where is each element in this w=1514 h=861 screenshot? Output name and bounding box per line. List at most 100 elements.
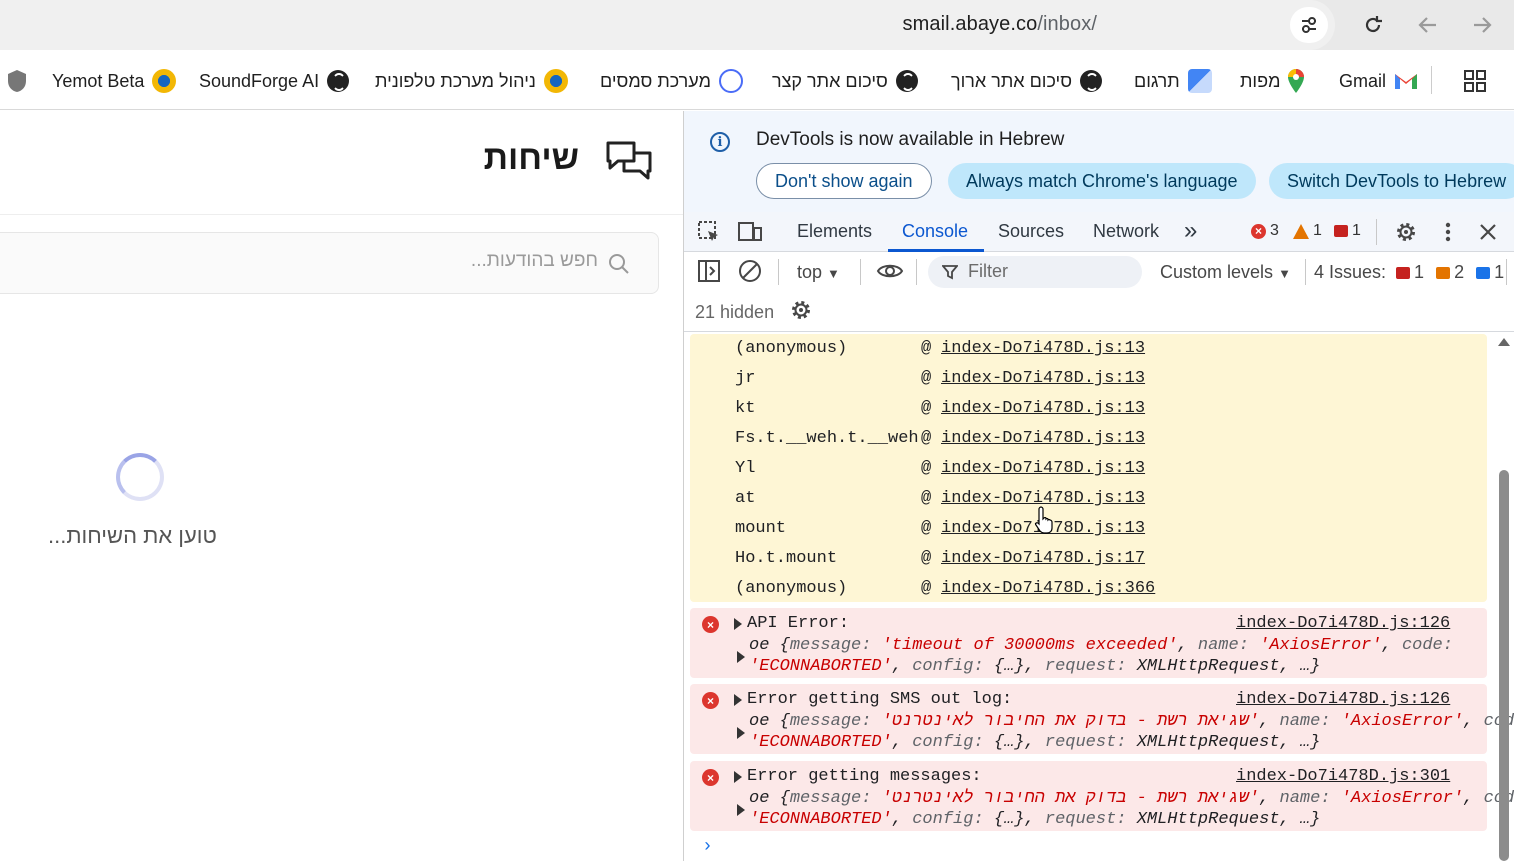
bookmark-sms-system[interactable]: מערכת סמסים	[600, 68, 743, 94]
object-key: config	[912, 810, 974, 829]
back-arrow-icon[interactable]	[1413, 10, 1443, 40]
object-string-value: 'ECONNABORTED'	[749, 810, 892, 829]
stack-source-link[interactable]: index-Do7i478D.js:13	[941, 429, 1146, 448]
address-bar[interactable]: smail.abaye.co/inbox/	[0, 0, 1335, 50]
expand-triangle-icon[interactable]	[734, 618, 742, 630]
context-label: top	[797, 262, 823, 282]
tab-console[interactable]: Console	[902, 221, 969, 241]
loading-spinner	[116, 453, 164, 501]
switch-to-hebrew-button[interactable]: Switch DevTools to Hebrew	[1269, 163, 1514, 199]
site-settings-icon[interactable]	[1290, 7, 1328, 43]
expand-triangle-icon[interactable]	[734, 771, 742, 783]
error-object-line2: 'ECONNABORTED', config: {…}, request: XM…	[749, 657, 1321, 676]
object-string-value: 'timeout of 30000ms exceeded'	[881, 636, 1178, 655]
bookmark-short-summary[interactable]: סיכום אתר קצר	[772, 68, 918, 94]
filter-funnel-icon	[942, 265, 958, 280]
object-key: message	[789, 712, 862, 731]
filter-box[interactable]	[928, 256, 1142, 288]
console-scrollbar[interactable]	[1496, 332, 1510, 861]
filter-input[interactable]	[968, 261, 1128, 282]
stack-source-link[interactable]: index-Do7i478D.js:13	[941, 399, 1146, 418]
url-text[interactable]: smail.abaye.co/inbox/	[903, 13, 1097, 36]
stack-source-link[interactable]: index-Do7i478D.js:13	[941, 489, 1146, 508]
stack-source-link[interactable]: index-Do7i478D.js:17	[941, 549, 1146, 568]
stack-at: @	[921, 339, 932, 358]
reload-icon[interactable]	[1358, 10, 1388, 40]
message-search[interactable]	[0, 232, 659, 294]
more-tabs-icon[interactable]: »	[1184, 217, 1198, 244]
context-selector[interactable]: top ▼	[797, 262, 840, 283]
stack-source-link[interactable]: index-Do7i478D.js:13	[941, 369, 1146, 388]
tab-elements[interactable]: Elements	[797, 221, 873, 241]
bookmark-gmail[interactable]: Gmail	[1339, 68, 1418, 94]
console-settings-gear-icon[interactable]	[788, 298, 814, 322]
search-input[interactable]	[38, 250, 598, 272]
bookmark-yemot-beta[interactable]: Yemot Beta	[52, 68, 177, 94]
conversations-app: שיחות טוען את השיחות...	[0, 111, 683, 861]
clear-console-icon[interactable]	[737, 259, 763, 283]
bookmark-long-summary[interactable]: סיכום אתר ארוך	[951, 68, 1103, 94]
stack-function: Yl	[735, 459, 756, 478]
expand-object-triangle-icon[interactable]	[737, 727, 745, 739]
scroll-up-arrow-icon[interactable]	[1498, 338, 1510, 346]
expand-triangle-icon[interactable]	[734, 694, 742, 706]
object-tail: , …}	[1279, 810, 1321, 829]
error-source-link[interactable]: index-Do7i478D.js:301	[1236, 767, 1451, 786]
object-prefix: oe {	[749, 636, 790, 655]
log-levels-dropdown[interactable]: Custom levels ▼	[1160, 262, 1291, 283]
apps-grid-icon[interactable]	[1464, 68, 1486, 94]
stack-function: jr	[735, 369, 756, 388]
error-source-link[interactable]: index-Do7i478D.js:126	[1236, 690, 1451, 709]
object-tail: , …}	[1279, 733, 1321, 752]
bookmark-translate[interactable]: תרגום	[1134, 68, 1212, 94]
console-error-entry: ×Error getting SMS out log:index-Do7i478…	[690, 684, 1514, 754]
issues-button[interactable]: 4 Issues: 1 2 1	[1314, 262, 1504, 283]
shield-icon[interactable]	[6, 68, 28, 94]
expand-object-triangle-icon[interactable]	[737, 651, 745, 663]
toolbar-divider	[778, 259, 779, 285]
issues-label: 4 Issues:	[1314, 262, 1387, 282]
inspect-element-icon[interactable]	[696, 220, 722, 244]
match-language-button[interactable]: Always match Chrome's language	[948, 163, 1256, 199]
error-source-link[interactable]: index-Do7i478D.js:126	[1236, 614, 1451, 633]
stack-source-link[interactable]: index-Do7i478D.js:13	[941, 459, 1146, 478]
dropdown-arrow-icon: ▼	[1278, 266, 1291, 281]
sidebar-toggle-icon[interactable]	[696, 259, 722, 283]
stack-at: @	[921, 519, 932, 538]
object-string-value: 'שגיאת רשת - בדוק את החיבור לאינטרנט'	[881, 712, 1260, 731]
forward-arrow-icon[interactable]	[1467, 10, 1497, 40]
console-prompt[interactable]: ›	[702, 837, 713, 857]
tab-sources[interactable]: Sources	[998, 221, 1065, 241]
stack-function: Ho.t.mount	[735, 549, 838, 568]
object-value: {…}	[993, 657, 1025, 676]
expand-object-triangle-icon[interactable]	[737, 804, 745, 816]
error-object-line2: 'ECONNABORTED', config: {…}, request: XM…	[749, 810, 1321, 829]
close-icon[interactable]	[1475, 220, 1501, 244]
stack-source-link[interactable]: index-Do7i478D.js:366	[941, 579, 1156, 598]
stack-source-link[interactable]: index-Do7i478D.js:13	[941, 339, 1146, 358]
kebab-menu-icon[interactable]	[1435, 220, 1461, 244]
tab-network[interactable]: Network	[1093, 221, 1160, 241]
stack-at: @	[921, 399, 932, 418]
settings-gear-icon[interactable]	[1393, 220, 1419, 244]
error-icon: ×	[1251, 223, 1266, 239]
bookmark-phone-system[interactable]: ניהול מערכת טלפונית	[375, 68, 568, 94]
error-title: Error getting SMS out log:	[747, 690, 1013, 709]
error-title: API Error:	[747, 614, 850, 633]
warning-count-badge[interactable]: 1	[1293, 222, 1322, 240]
error-count-badge[interactable]: × 3	[1251, 222, 1279, 240]
stack-function: (anonymous)	[735, 579, 848, 598]
eye-icon[interactable]	[874, 259, 906, 283]
dont-show-again-button[interactable]: Don't show again	[756, 163, 932, 199]
object-string-value: 'AxiosError'	[1340, 712, 1464, 731]
bookmark-maps[interactable]: מפות	[1240, 68, 1305, 94]
scroll-thumb[interactable]	[1499, 470, 1509, 861]
globe-icon	[895, 70, 918, 92]
bookmark-soundforge[interactable]: SoundForge AI	[199, 68, 350, 94]
object-value: {…}	[993, 810, 1025, 829]
error-object-line2: 'ECONNABORTED', config: {…}, request: XM…	[749, 733, 1321, 752]
object-key: code	[1401, 636, 1443, 655]
device-toolbar-icon[interactable]	[737, 220, 763, 244]
issues-count-badge[interactable]: 1	[1334, 222, 1361, 240]
globe-icon	[1080, 70, 1103, 92]
